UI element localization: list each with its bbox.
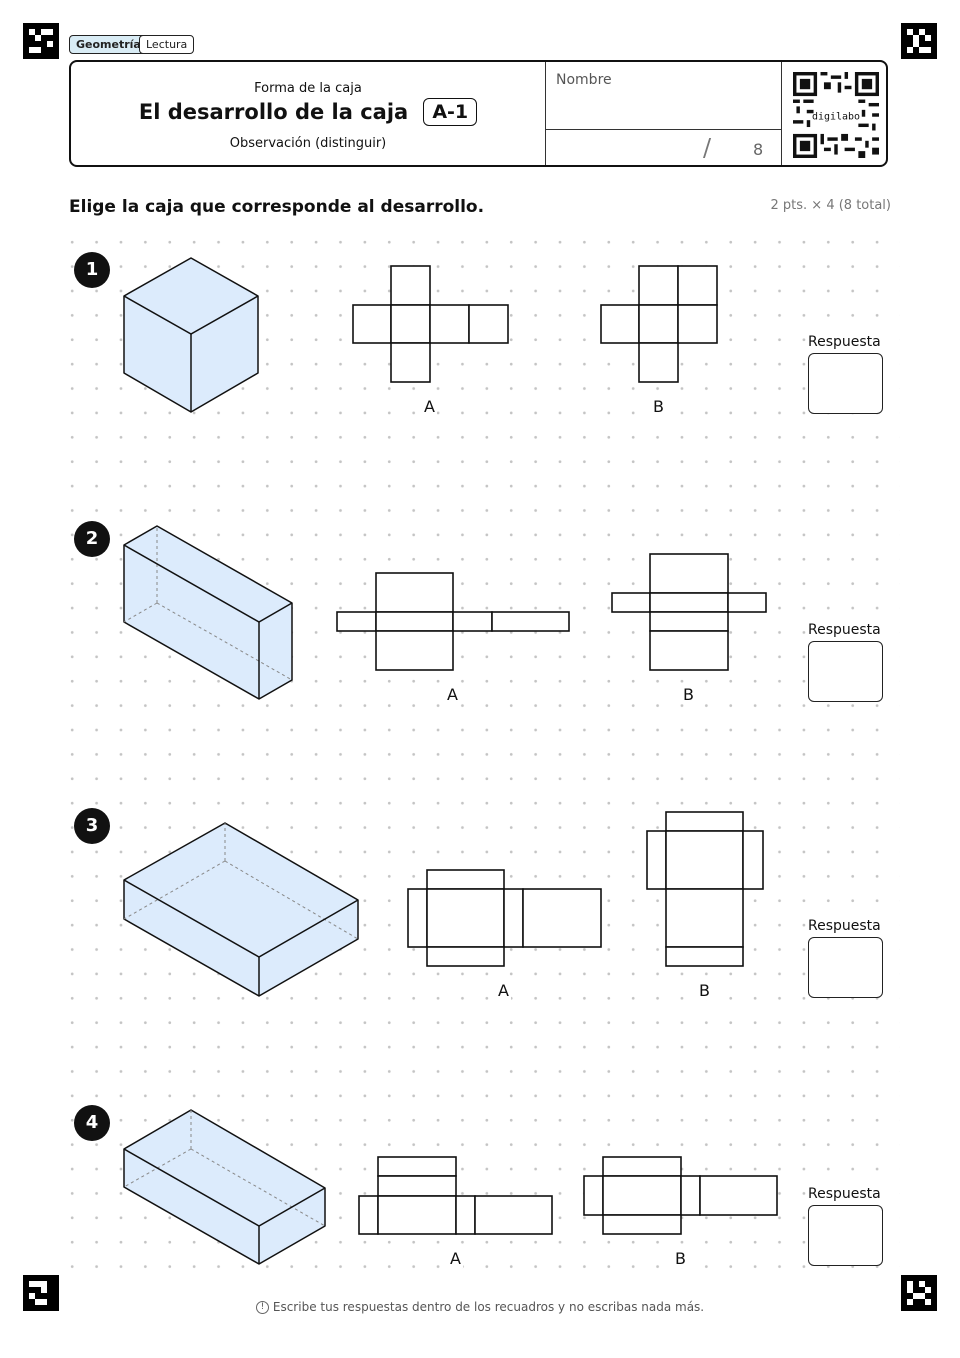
option-a-label: A [496,981,511,1000]
answer-box[interactable] [808,937,883,998]
option-b-label: B [681,685,696,704]
cube-figure [123,257,259,413]
net-option-b [600,265,718,383]
header-divider [545,129,781,130]
answer-label: Respuesta [808,622,881,638]
box-figure [123,822,359,997]
option-a-label: A [422,397,437,416]
topic-label: Forma de la caja [254,81,362,96]
box-figure [123,1109,326,1265]
corner-marker-bottom-left [23,1275,59,1311]
answer-box[interactable] [808,641,883,702]
score-slash: / [703,134,712,162]
net-option-a [407,869,602,967]
subject-tag: Geometría [69,35,148,54]
skill-label: Observación (distinguir) [229,136,387,151]
page-title: El desarrollo de la caja [138,100,409,124]
answer-label: Respuesta [808,334,881,350]
net-option-b [646,811,764,967]
net-option-a [336,572,570,671]
box-figure [123,525,293,700]
info-icon: ! [255,1301,269,1314]
option-a-label: A [448,1249,463,1268]
net-option-b [583,1156,778,1235]
qr-code: digilabo [793,72,879,158]
answer-box[interactable] [808,1205,883,1266]
question-number: 1 [74,252,110,288]
worksheet-header: Forma de la caja El desarrollo de la caj… [69,60,888,167]
worksheet-code-badge: A-1 [423,98,478,126]
option-b-label: B [697,981,712,1000]
corner-marker-top-right [901,23,937,59]
net-option-a [358,1156,553,1235]
type-tag: Lectura [139,35,195,54]
option-b-label: B [651,397,666,416]
net-option-b [611,553,767,671]
title-row: El desarrollo de la caja A-1 [71,98,545,126]
net-option-a [352,265,509,383]
header-divider [545,62,546,165]
corner-marker-bottom-right [901,1275,937,1311]
instruction-text: Elige la caja que corresponde al desarro… [69,197,485,217]
qr-brand-text: digilabo [812,111,860,122]
footer-note: !Escribe tus respuestas dentro de los re… [0,1300,960,1314]
answer-box[interactable] [808,353,883,414]
name-field-label: Nombre [556,72,612,88]
option-b-label: B [673,1249,688,1268]
points-info: 2 pts. × 4 (8 total) [770,198,891,213]
option-a-label: A [445,685,460,704]
answer-label: Respuesta [808,918,881,934]
answer-label: Respuesta [808,1186,881,1202]
question-number: 3 [74,808,110,844]
corner-marker-top-left [23,23,59,59]
score-total: 8 [753,140,764,159]
question-number: 2 [74,521,110,557]
question-number: 4 [74,1105,110,1141]
footer-text: Escribe tus respuestas dentro de los rec… [272,1300,705,1314]
header-divider [781,62,782,165]
